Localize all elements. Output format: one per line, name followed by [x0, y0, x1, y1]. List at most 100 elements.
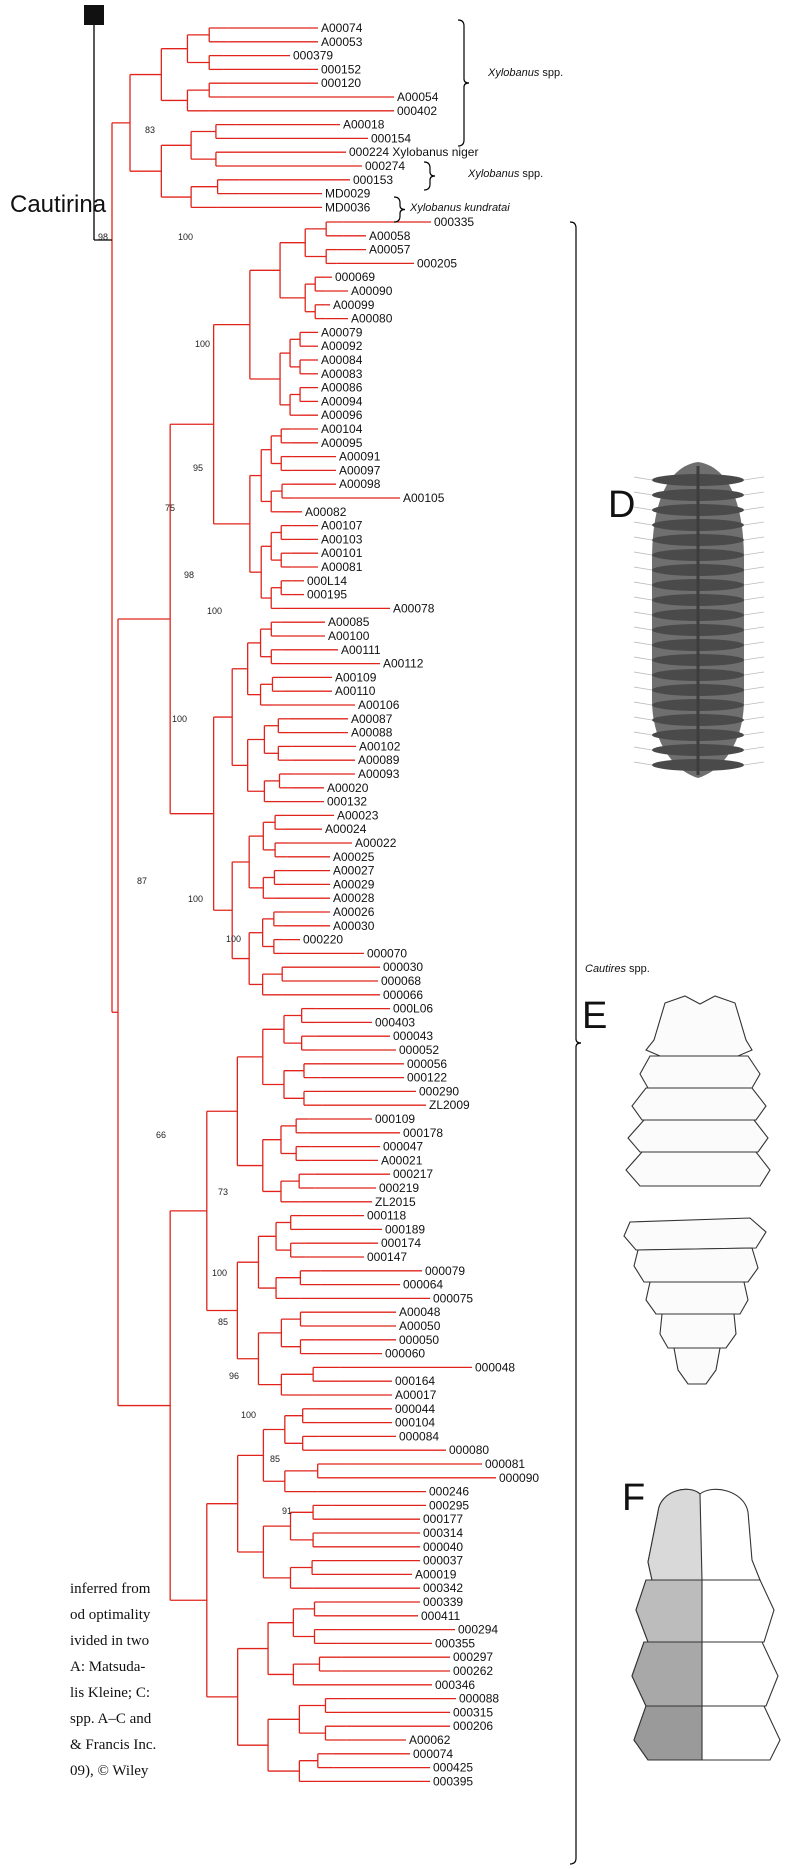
- tip-label: A00098: [339, 477, 381, 491]
- tip-label: 000294: [458, 1623, 498, 1637]
- support-value: 73: [218, 1187, 228, 1197]
- support-value: 95: [193, 463, 203, 473]
- tip-label: A00106: [358, 698, 400, 712]
- tree-tip-labels: A00074A00053000379000152000120A000540004…: [293, 21, 539, 1788]
- tip-label: A00058: [369, 229, 411, 243]
- bracket-cautires: [570, 222, 581, 1864]
- tip-label: A00101: [321, 546, 363, 560]
- tip-label: 000070: [367, 946, 407, 960]
- tip-label: A00089: [358, 753, 400, 767]
- support-value: 100: [226, 934, 241, 944]
- tip-label: 000L06: [393, 1002, 433, 1016]
- tip-label: 000174: [381, 1236, 421, 1250]
- tip-label: 000122: [407, 1071, 447, 1085]
- tip-label: 000109: [375, 1112, 415, 1126]
- group-label-cautires: Cautires spp.: [585, 963, 650, 975]
- tip-label: A00086: [321, 381, 363, 395]
- support-value: 100: [188, 894, 203, 904]
- tip-label: 000050: [399, 1333, 439, 1347]
- tip-label: A00081: [321, 560, 363, 574]
- support-value: 98: [98, 232, 108, 242]
- tip-label: 000164: [395, 1374, 435, 1388]
- support-value: 85: [218, 1317, 228, 1327]
- tip-label: A00090: [351, 284, 393, 298]
- tip-label: ZL2015: [375, 1195, 416, 1209]
- tip-label: A00100: [328, 629, 370, 643]
- tip-label: 000152: [321, 62, 361, 76]
- support-values: 9883100100957598100100871001006673100859…: [98, 125, 292, 1516]
- tip-label: 000074: [413, 1747, 453, 1761]
- tip-label: 000178: [403, 1126, 443, 1140]
- tip-label: 000L14: [307, 574, 347, 588]
- tip-label: 000120: [321, 76, 361, 90]
- tip-label: A00017: [395, 1388, 437, 1402]
- svg-text:A: Matsuda-: A: Matsuda-: [70, 1659, 145, 1675]
- tip-label: 000315: [453, 1705, 493, 1719]
- svg-text:spp. A–C and: spp. A–C and: [70, 1711, 152, 1727]
- tip-label: 000224 Xylobanus niger: [349, 145, 478, 159]
- tip-label: A00094: [321, 394, 363, 408]
- tip-label: 000047: [383, 1140, 423, 1154]
- tip-label: A00018: [343, 118, 385, 132]
- tip-label: A00084: [321, 353, 363, 367]
- tip-label: MD0036: [325, 200, 371, 214]
- tip-label: MD0029: [325, 187, 371, 201]
- tip-label: 000080: [449, 1443, 489, 1457]
- tip-label: A00053: [321, 35, 363, 49]
- tip-label: A00104: [321, 422, 363, 436]
- tip-label: ZL2009: [429, 1098, 470, 1112]
- tip-label: 000044: [395, 1402, 435, 1416]
- bracket-xylobanus-2: [424, 162, 435, 190]
- support-value: 83: [145, 125, 155, 135]
- tip-label: 000425: [433, 1761, 473, 1775]
- tip-label: A00082: [305, 505, 347, 519]
- tip-label: A00080: [351, 312, 393, 326]
- tip-label: A00050: [399, 1319, 441, 1333]
- tip-label: A00022: [355, 836, 397, 850]
- tip-label: 000068: [381, 974, 421, 988]
- tip-label: 000177: [423, 1512, 463, 1526]
- support-value: 87: [137, 876, 147, 886]
- tip-label: A00092: [321, 339, 363, 353]
- svg-text:od optimality: od optimality: [70, 1607, 151, 1623]
- tip-label: A00023: [337, 808, 379, 822]
- tip-label: 000052: [399, 1043, 439, 1057]
- tip-label: 000060: [385, 1347, 425, 1361]
- tip-label: 000090: [499, 1471, 539, 1485]
- tip-label: 000246: [429, 1485, 469, 1499]
- tip-label: A00029: [333, 877, 375, 891]
- tip-label: A00027: [333, 864, 375, 878]
- tip-label: A00030: [333, 919, 375, 933]
- tip-label: 000037: [423, 1554, 463, 1568]
- tip-label: A00087: [351, 712, 393, 726]
- group-label-xylobanus-1: Xylobanus spp.: [487, 67, 563, 79]
- clade-label-cautirina: Cautirina: [10, 191, 107, 218]
- tip-label: 000219: [379, 1181, 419, 1195]
- tip-label: 000339: [423, 1595, 463, 1609]
- support-value: 91: [282, 1506, 292, 1516]
- svg-text:ivided in two: ivided in two: [70, 1633, 149, 1649]
- tip-label: 000104: [395, 1416, 435, 1430]
- support-value: 100: [172, 714, 187, 724]
- tip-label: A00021: [381, 1153, 423, 1167]
- svg-text:lis Kleine; C:: lis Kleine; C:: [70, 1685, 150, 1701]
- tip-label: A00028: [333, 891, 375, 905]
- tip-label: A00048: [399, 1305, 441, 1319]
- outgroup-root-marker: [84, 5, 104, 25]
- tip-label: 000154: [371, 131, 411, 145]
- bracket-xylobanus-kundratai: [394, 197, 405, 222]
- svg-text:inferred from: inferred from: [70, 1581, 151, 1597]
- tip-label: 000040: [423, 1540, 463, 1554]
- tip-label: 000088: [459, 1692, 499, 1706]
- support-value: 75: [165, 503, 175, 513]
- tip-label: 000403: [375, 1015, 415, 1029]
- support-value: 98: [184, 570, 194, 580]
- tip-label: A00019: [415, 1567, 457, 1581]
- tip-label: A00085: [328, 615, 370, 629]
- tip-label: A00112: [383, 657, 424, 671]
- support-value: 96: [229, 1371, 239, 1381]
- tip-label: A00020: [327, 781, 369, 795]
- support-value: 66: [156, 1130, 166, 1140]
- tip-label: 000118: [367, 1209, 406, 1223]
